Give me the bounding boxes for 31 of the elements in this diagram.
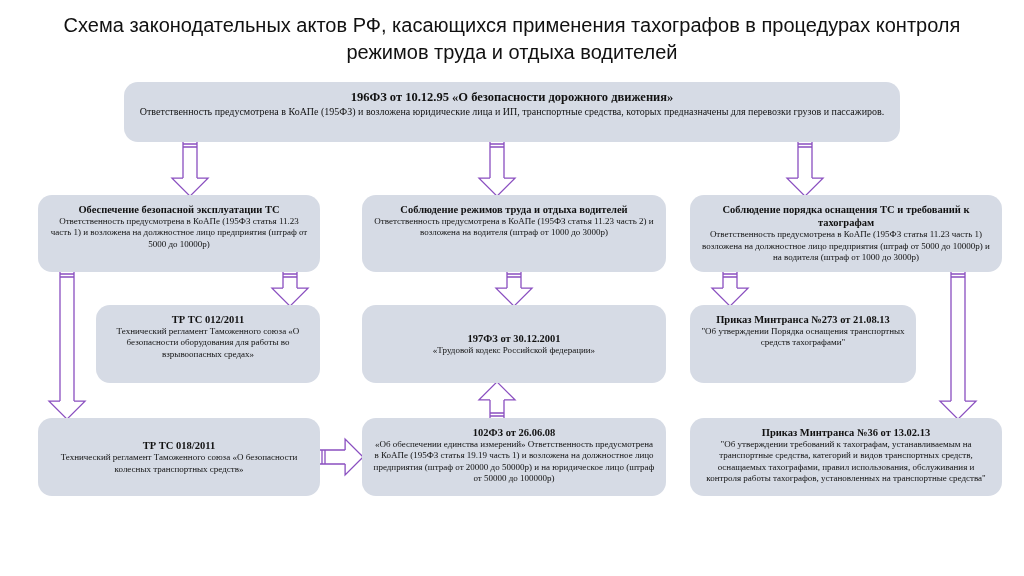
diagram-title: Схема законодательных актов РФ, касающихся применения тахографов в процедурах контроля режимов труда и отдыха водителей bbox=[62, 13, 962, 65]
box-heading: ТР ТС 012/2011 bbox=[171, 313, 245, 327]
box-heading: Приказ Минтранса №36 от 13.02.13 bbox=[761, 426, 931, 440]
box-text: Ответственность предусмотрена в КоАПе (195ФЗ) и возложена юридические лица и ИП, транспортные средства, которых предназначены для перевозки грузов и пассажиров. bbox=[139, 105, 885, 119]
law-box bbox=[362, 418, 666, 496]
box-heading: Обеспечение безопасной эксплуатации ТС bbox=[78, 203, 280, 217]
law-box bbox=[362, 305, 666, 383]
box-text: Ответственность предусмотрена в КоАПе (195ФЗ статья 11.23 часть 1) и возложена на должностное лицо предприятия (штраф от 5000 до 10000р) bbox=[49, 216, 309, 250]
box-heading: 196ФЗ от 10.12.95 «О безопасности дорожного движения» bbox=[350, 90, 674, 106]
law-box bbox=[124, 82, 900, 142]
box-text: Технический регламент Таможенного союза «О безопасности колесных транспортных средств» bbox=[59, 452, 299, 475]
law-box bbox=[38, 195, 320, 272]
box-heading: 102ФЗ от 26.06.08 bbox=[472, 426, 556, 440]
box-text: Технический регламент Таможенного союза «О безопасности оборудования для работы во взрывоопасных средах» bbox=[115, 326, 301, 360]
box-text: "Об утверждении Порядка оснащения транспортных средств тахографами" bbox=[700, 326, 906, 349]
law-box bbox=[690, 305, 916, 383]
box-heading: Соблюдение порядка оснащения ТС и требований к тахографам bbox=[721, 203, 971, 230]
box-text: «Об обеспечении единства измерений» Ответственность предусмотрена в КоАПе (195ФЗ статья 19.19 часть 1) и возложена на должностное лицо предприятия (штраф от 20000 до 50000р) и на юридическое лицо (штраф от 50000 до 100000р) bbox=[372, 439, 656, 485]
box-text: Ответственность предусмотрена в КоАПе (195ФЗ статья 11.23 часть 2) и возложена на водителя (штраф от 1000 до 3000р) bbox=[373, 216, 655, 239]
law-box bbox=[362, 195, 666, 272]
box-heading: Соблюдение режимов труда и отдыха водителей bbox=[400, 203, 628, 217]
box-text: «Трудовой кодекс Российской федерации» bbox=[432, 344, 596, 357]
box-heading: Приказ Минтранса №273 от 21.08.13 bbox=[716, 313, 890, 327]
box-heading: 197ФЗ от 30.12.2001 bbox=[467, 331, 561, 345]
law-box bbox=[690, 195, 1002, 272]
box-text: Ответственность предусмотрена в КоАПе (195ФЗ статья 11.23 часть 1) возложена на должностное лицо предприятия (штраф от 5000 до 10000р) и на водителя (штраф от 1000 до 3000р) bbox=[701, 229, 991, 263]
box-text: "Об утверждении требований к тахографам, устанавливаемым на транспортные средства, категорий и видов транспортных средств, оснащаемых тахографами, правил использования, обслуживания и контроля работы тахографов, установленных на транспортные средства" bbox=[705, 439, 987, 485]
law-box bbox=[690, 418, 1002, 496]
law-box bbox=[38, 418, 320, 496]
box-heading: ТР ТС 018/2011 bbox=[142, 439, 216, 453]
law-box bbox=[96, 305, 320, 383]
